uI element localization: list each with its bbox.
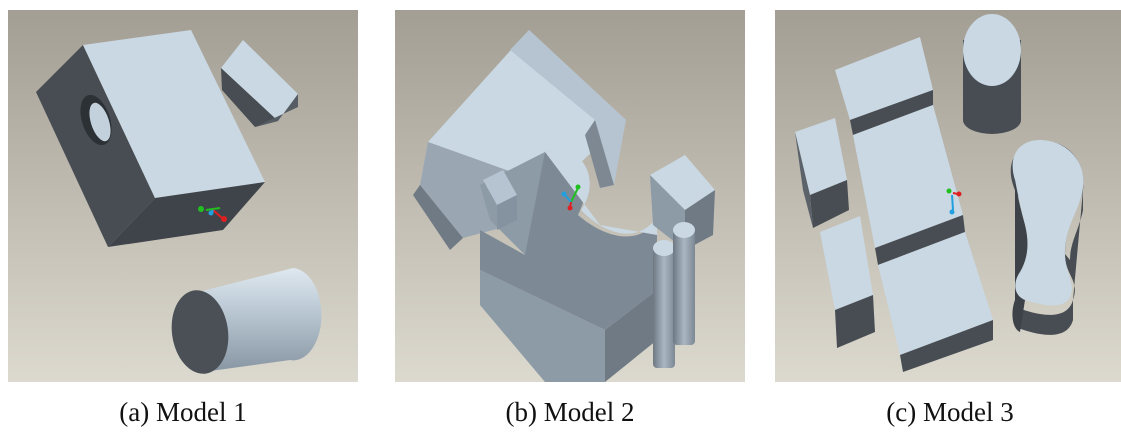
coordinate-axes: [946, 188, 962, 215]
model-1-render: [8, 10, 358, 382]
small-cylinder: [963, 14, 1021, 134]
keyhole-prism: [1010, 140, 1084, 335]
caption-model-2: (b) Model 2: [505, 397, 635, 427]
central-slab: [835, 37, 993, 372]
model-2-render: [395, 10, 745, 382]
model-1-viewport: [8, 10, 358, 382]
large-block-with-hole: [36, 30, 265, 247]
left-block-bottom: [820, 216, 875, 348]
left-block-top: [795, 118, 849, 228]
small-block: [221, 40, 298, 127]
model-3-render: [775, 10, 1121, 382]
coordinate-axes: [561, 184, 581, 211]
model-2-viewport: [395, 10, 745, 382]
caption-model-3: (c) Model 3: [886, 397, 1014, 427]
coordinate-axes: [198, 206, 227, 222]
fixture-assembly: [413, 30, 715, 382]
model-3-viewport: [775, 10, 1121, 382]
caption-model-1: (a) Model 1: [119, 397, 247, 427]
cylinder: [171, 268, 322, 374]
